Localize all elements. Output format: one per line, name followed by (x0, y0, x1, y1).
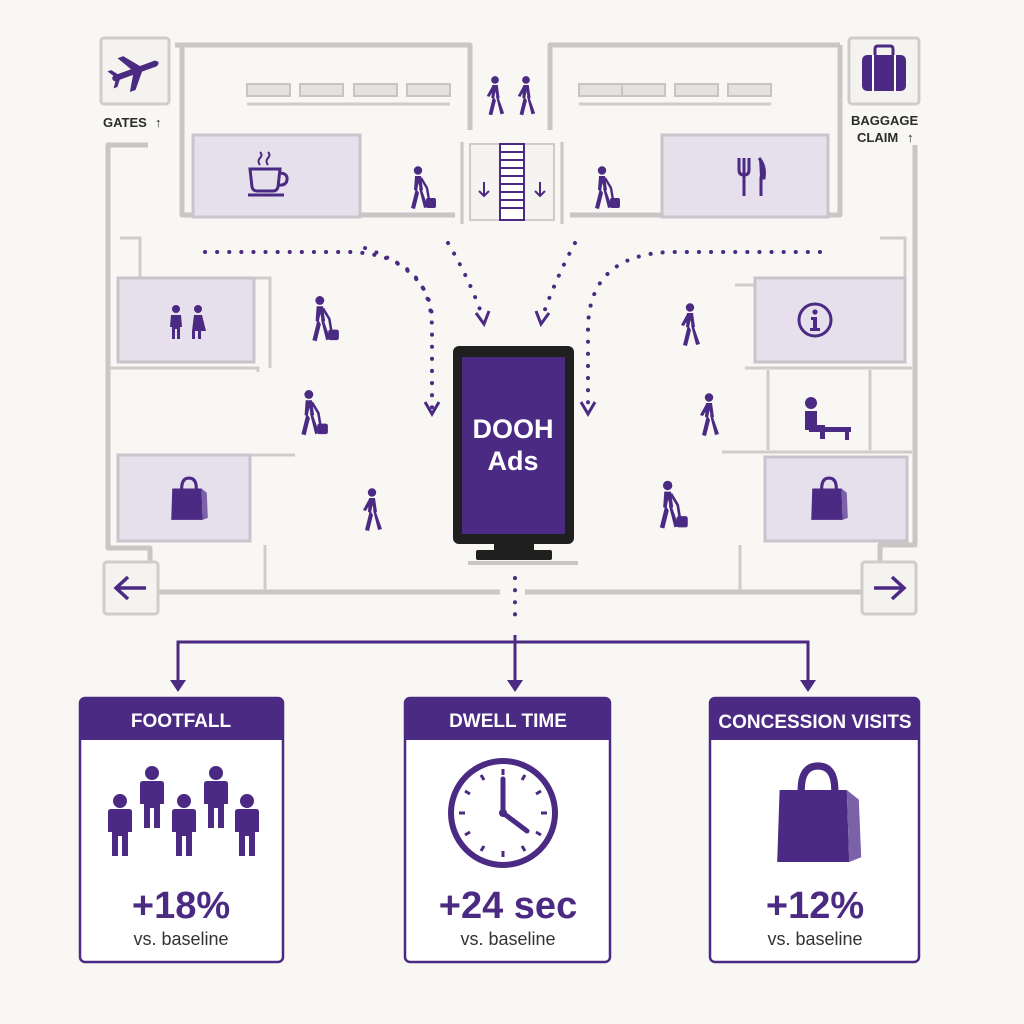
walker-icon (700, 393, 719, 436)
metric-title: FOOTFALL (131, 711, 232, 732)
walker-with-luggage-icon (311, 295, 341, 343)
walker-icon (486, 76, 505, 116)
metric-card-footfall: FOOTFALL +18% vs. baseline (78, 696, 285, 964)
clock-icon (448, 758, 558, 868)
walker-icon (363, 488, 382, 531)
baggage-arrow: ↑ (907, 130, 914, 145)
foot-traffic-paths (203, 241, 822, 417)
baggage-label-line2: CLAIM (857, 130, 898, 145)
screen-text-line1: DOOH (473, 414, 554, 444)
baggage-claim-sign: BAGGAGE CLAIM ↑ (847, 36, 921, 145)
seating-icon (805, 397, 851, 440)
metric-note: vs. baseline (767, 929, 862, 949)
bench-row-left (246, 83, 451, 106)
walker-with-luggage-icon (300, 388, 330, 437)
metric-title: DWELL TIME (449, 711, 567, 732)
arrow-left-icon (113, 575, 146, 601)
restaurant-icon (737, 157, 766, 196)
metric-card-concession-visits: CONCESSION VISITS +12% vs. baseline (708, 696, 921, 964)
arrow-right-icon (874, 575, 907, 601)
metric-card-dwell-time: DWELL TIME +24 sec vs. baseline (403, 696, 612, 964)
exit-right-sign (860, 560, 918, 616)
coffee-icon (248, 151, 289, 197)
gates-label: GATES (103, 115, 147, 130)
walker-icon (681, 303, 700, 346)
metric-title: CONCESSION VISITS (718, 712, 911, 733)
escalator-icon (460, 142, 564, 224)
gates-arrow: ↑ (155, 115, 162, 130)
bench-row-right (578, 83, 772, 106)
gates-sign: GATES ↑ (99, 36, 171, 130)
metric-value: +24 sec (439, 885, 577, 927)
info-icon (797, 302, 833, 338)
metric-connectors (170, 576, 816, 692)
metric-value: +12% (766, 885, 864, 927)
restroom-icon (170, 305, 206, 339)
walker-icon (517, 76, 536, 116)
luggage-icon (862, 44, 906, 91)
metric-value: +18% (132, 885, 230, 927)
dooh-screen: DOOH Ads (453, 346, 578, 565)
baggage-label-line1: BAGGAGE (851, 113, 919, 128)
restroom-room (116, 276, 256, 364)
airplane-icon (107, 56, 159, 93)
metric-note: vs. baseline (460, 929, 555, 949)
walker-with-luggage-icon (658, 480, 690, 530)
cafe-room (191, 133, 362, 219)
screen-text-line2: Ads (487, 446, 538, 476)
metric-note: vs. baseline (133, 929, 228, 949)
walker-with-luggage-icon (593, 165, 622, 211)
walker-with-luggage-icon (409, 165, 438, 211)
exit-left-sign (102, 560, 160, 616)
